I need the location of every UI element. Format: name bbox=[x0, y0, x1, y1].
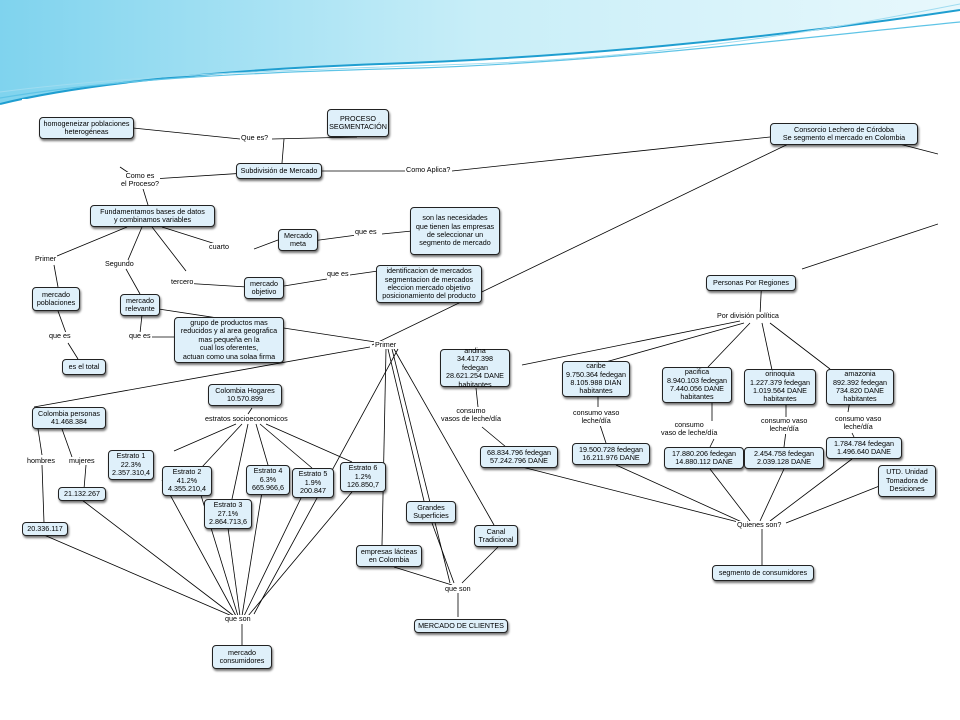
node-mercado-meta: Mercado meta bbox=[278, 229, 318, 251]
node-segmento-consumidores: segmento de consumidores bbox=[712, 565, 814, 581]
node-empresas-lacteas: empresas lácteas en Colombia bbox=[356, 545, 422, 567]
link-label-que-es-rel: que es bbox=[128, 331, 152, 341]
node-subdivision-mercado: Subdivisión de Mercado bbox=[236, 163, 322, 179]
node-estrato-6: Estrato 6 1.2% 126.850,7 bbox=[340, 462, 386, 492]
link-label-que-es-pob: que es bbox=[48, 331, 72, 341]
node-consumo-orinoquia: 2.454.758 fedegan 2.039.128 DANE bbox=[744, 447, 824, 469]
node-necesidades: son las necesidades que tienen las empre… bbox=[410, 207, 500, 255]
link-label-consumo-orinoquia: consumo vaso leche/día bbox=[760, 416, 809, 434]
concept-map: PROCESO SEGMENTACIÓN homogeneizar poblac… bbox=[22, 99, 938, 691]
link-label-que-son-left: que son bbox=[224, 614, 252, 624]
node-identificacion-mercados: identificacion de mercados segmentacion … bbox=[376, 265, 482, 303]
link-label-que-son-center: que son bbox=[444, 584, 472, 594]
node-utd: UTD. Unidad Tomadora de Desiciones bbox=[878, 465, 936, 497]
link-label-consumo-caribe: consumo vaso leche/día bbox=[572, 408, 621, 426]
node-region-andina: andina 34.417.398 fedegan 28.621.254 DAN… bbox=[440, 346, 510, 388]
node-mercado-objetivo: mercado objetivo bbox=[244, 277, 284, 299]
node-region-pacifica: pacifica 8.940.103 fedegan 7.440.056 DAN… bbox=[662, 367, 732, 403]
node-estrato-5: Estrato 5 1.9% 200.847 bbox=[292, 468, 334, 498]
link-label-segundo: Segundo bbox=[104, 259, 135, 269]
link-label-estratos: estratos socioeconomicos bbox=[204, 414, 289, 424]
link-label-tercero: tercero bbox=[170, 277, 195, 287]
node-estrato-4: Estrato 4 6.3% 665.966,6 bbox=[246, 465, 290, 495]
node-personas-regiones: Personas Por Regiones bbox=[706, 275, 796, 291]
link-label-consumo-andina: consumo vasos de leche/día bbox=[440, 406, 502, 424]
node-consumo-pacifica: 17.880.206 fedegan 14.880.112 DANE bbox=[664, 447, 744, 469]
node-consorcio-lechero: Consorcio Lechero de Córdoba Se segmento… bbox=[770, 123, 918, 145]
node-hombres-value: 20.336.117 bbox=[22, 522, 68, 536]
node-colombia-hogares: Colombia Hogares 10.570.899 bbox=[208, 384, 282, 406]
node-grandes-superficies: Grandes Superficies bbox=[406, 501, 456, 523]
node-estrato-3: Estrato 3 27.1% 2.864.713,6 bbox=[204, 499, 252, 529]
node-canal-tradicional: Canal Tradicional bbox=[474, 525, 518, 547]
link-label-como-es: Como es el Proceso? bbox=[120, 171, 160, 189]
link-label-hombres: hombres bbox=[26, 456, 56, 466]
link-label-consumo-amazonia: consumo vaso leche/día bbox=[834, 414, 883, 432]
link-label-consumo-pacifica: consumo vaso de leche/día bbox=[660, 420, 719, 438]
header-wave-banner bbox=[0, 0, 960, 105]
link-label-que-es-top: Que es? bbox=[240, 133, 270, 143]
node-fundamentamos: Fundamentamos bases de datos y combinamo… bbox=[90, 205, 215, 227]
link-label-quienes-son: Quienes son? bbox=[736, 520, 783, 530]
node-grupo-productos: grupo de productos mas reducidos y al ar… bbox=[174, 317, 284, 363]
link-label-que-es-objetivo: que es bbox=[326, 269, 350, 279]
node-colombia-personas: Colombia personas 41.468.384 bbox=[32, 407, 106, 429]
node-consumo-andina: 68.834.796 fedegan 57.242.796 DANE bbox=[480, 446, 558, 468]
link-label-primer-center: Primer bbox=[374, 340, 398, 350]
link-label-que-es-meta: que es bbox=[354, 227, 378, 237]
node-mercado-consumidores: mercado consumidores bbox=[212, 645, 272, 669]
node-mercado-relevante: mercado relevante bbox=[120, 294, 160, 316]
node-region-caribe: caribe 9.750.364 fedegan 8.105.988 DIAN … bbox=[562, 361, 630, 397]
node-mercado-clientes: MERCADO DE CLIENTES bbox=[414, 619, 508, 633]
link-label-como-aplica: Como Aplica? bbox=[405, 165, 452, 175]
node-region-orinoquia: orinoquia 1.227.379 fedegan 1.019.564 DA… bbox=[744, 369, 816, 405]
node-mujeres-value: 21.132.267 bbox=[58, 487, 106, 501]
node-estrato-1: Estrato 1 22.3% 2.357.310,4 bbox=[108, 450, 154, 480]
node-estrato-2: Estrato 2 41.2% 4.355.210,4 bbox=[162, 466, 212, 496]
link-label-cuarto: cuarto bbox=[208, 242, 230, 252]
node-consumo-amazonia: 1.784.784 fedegan 1.496.640 DANE bbox=[826, 437, 902, 459]
node-consumo-caribe: 19.500.728 fedegan 16.211.976 DANE bbox=[572, 443, 650, 465]
node-mercado-poblaciones: mercado poblaciones bbox=[32, 287, 80, 311]
node-homogeneizar: homogeneizar poblaciones heterogéneas bbox=[39, 117, 134, 139]
link-label-mujeres: mujeres bbox=[68, 456, 96, 466]
link-label-por-division: Por división política bbox=[716, 311, 780, 321]
link-label-primer-left: Primer bbox=[34, 254, 58, 264]
node-proceso-segmentacion: PROCESO SEGMENTACIÓN bbox=[327, 109, 389, 137]
node-region-amazonia: amazonia 892.392 fedegan 734.820 DANE ha… bbox=[826, 369, 894, 405]
node-es-el-total: es el total bbox=[62, 359, 106, 375]
